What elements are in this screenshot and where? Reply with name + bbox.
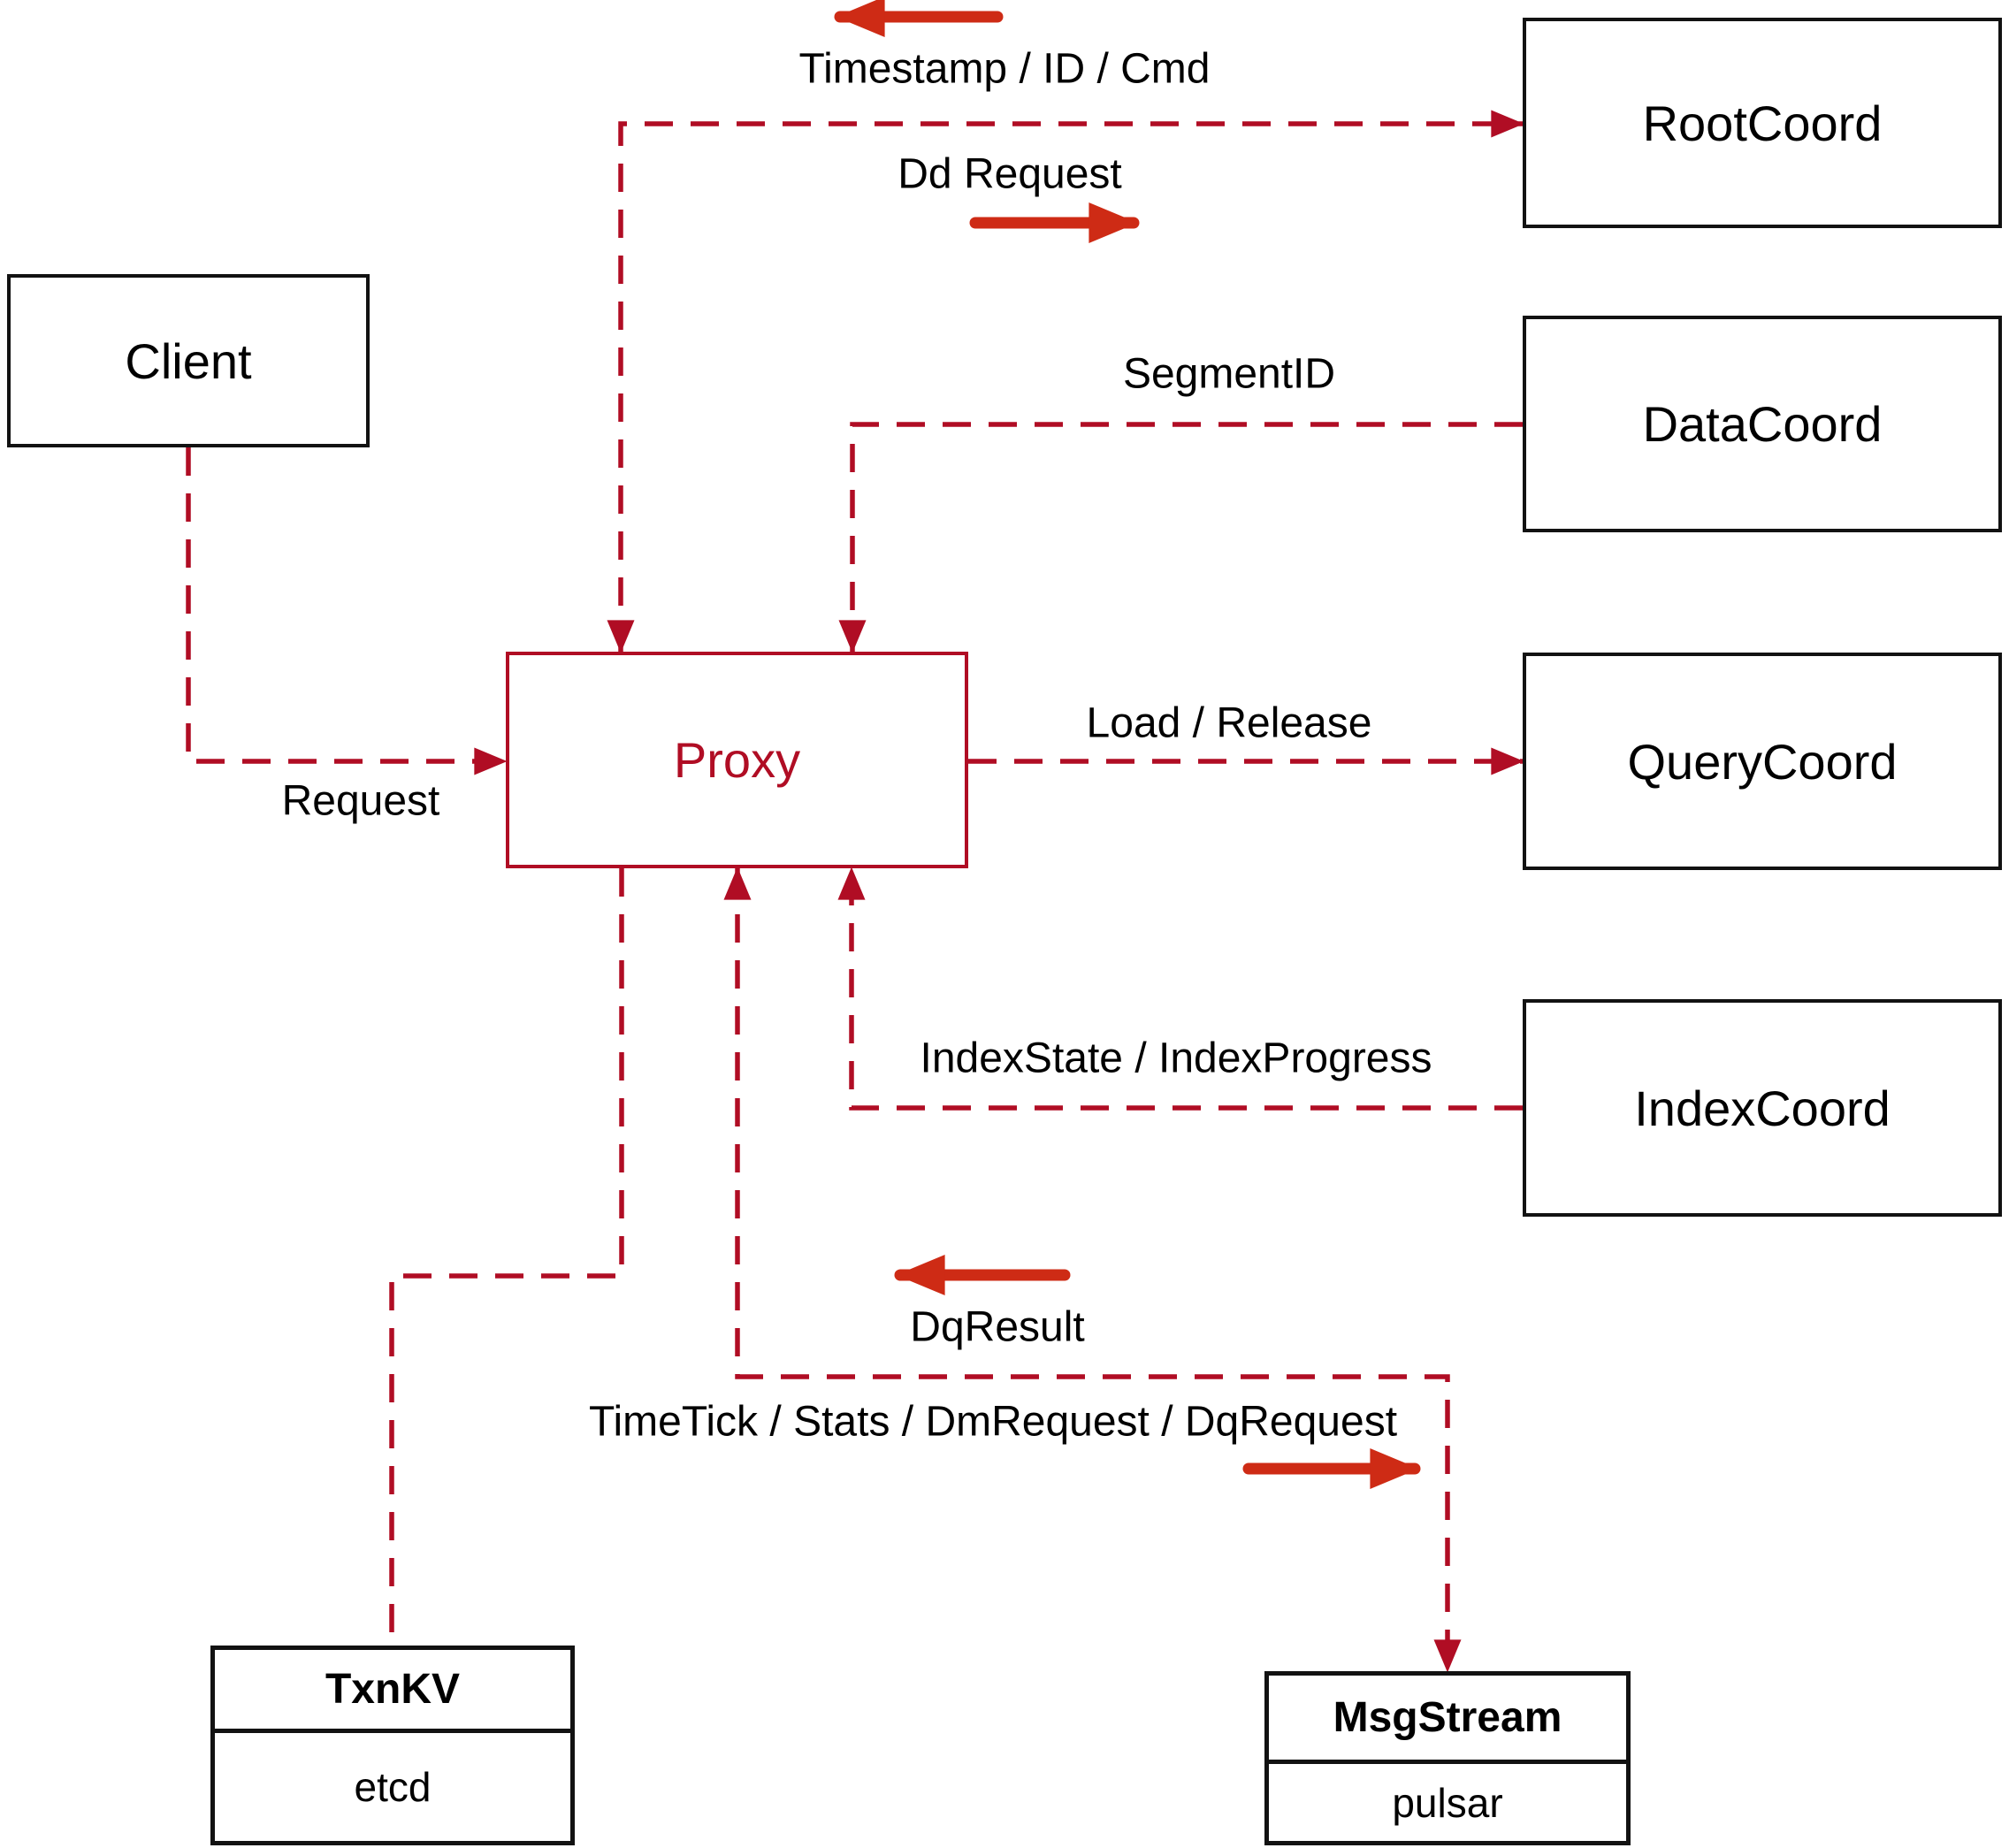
msgstream-subtitle: pulsar bbox=[1392, 1779, 1503, 1826]
edge-label-request: Request bbox=[281, 777, 440, 825]
txnkv-header: TxnKV bbox=[215, 1650, 570, 1733]
node-datacoord: DataCoord bbox=[1523, 316, 2002, 532]
edge-label-indexstate-indexprogress: IndexState / IndexProgress bbox=[920, 1035, 1432, 1082]
edge-label-load-release: Load / Release bbox=[1086, 699, 1372, 747]
node-indexcoord-label: IndexCoord bbox=[1634, 1080, 1891, 1136]
node-rootcoord-label: RootCoord bbox=[1642, 95, 1883, 151]
msgstream-title: MsgStream bbox=[1333, 1694, 1562, 1741]
node-indexcoord: IndexCoord bbox=[1523, 999, 2002, 1217]
node-datacoord-label: DataCoord bbox=[1642, 396, 1883, 452]
node-client: Client bbox=[7, 274, 370, 447]
edge-label-timestamp-id-cmd: Timestamp / ID / Cmd bbox=[798, 45, 1211, 93]
edge-label-segmentid: SegmentID bbox=[1122, 350, 1336, 398]
node-proxy-label: Proxy bbox=[673, 732, 801, 788]
txnkv-title: TxnKV bbox=[325, 1666, 460, 1713]
node-querycoord: QueryCoord bbox=[1523, 653, 2002, 870]
connector-proxy-msgstream bbox=[723, 867, 1462, 1673]
node-msgstream: MsgStream pulsar bbox=[1264, 1671, 1631, 1845]
edge-label-timetick-stats: TimeTick / Stats / DmRequest / DqRequest bbox=[588, 1398, 1398, 1446]
connector-proxy-txnkv bbox=[389, 868, 624, 1646]
edge-label-dd-request: Dd Request bbox=[898, 150, 1122, 198]
edge-label-dqresult: DqResult bbox=[910, 1303, 1085, 1351]
msgstream-body: pulsar bbox=[1269, 1764, 1626, 1841]
connector-indexcoord-proxy bbox=[837, 867, 1523, 1111]
connector-client-proxy bbox=[186, 447, 508, 775]
node-proxy: Proxy bbox=[506, 652, 968, 868]
node-rootcoord: RootCoord bbox=[1523, 18, 2002, 228]
node-txnkv: TxnKV etcd bbox=[210, 1646, 575, 1845]
txnkv-body: etcd bbox=[215, 1733, 570, 1841]
node-client-label: Client bbox=[125, 332, 252, 389]
msgstream-header: MsgStream bbox=[1269, 1676, 1626, 1764]
txnkv-subtitle: etcd bbox=[354, 1764, 432, 1810]
connector-datacoord-proxy bbox=[838, 422, 1523, 653]
node-querycoord-label: QueryCoord bbox=[1627, 733, 1898, 790]
connector-proxy-rootcoord bbox=[607, 110, 1524, 653]
